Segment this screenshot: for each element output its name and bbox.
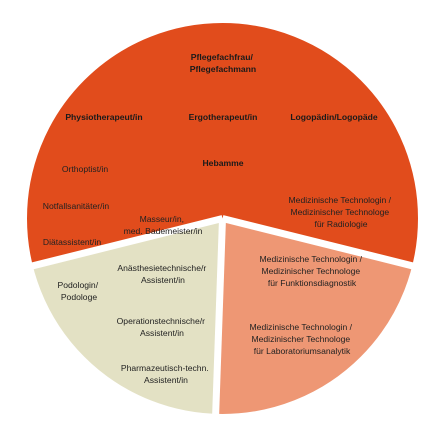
divider-top-right	[221, 215, 414, 270]
sector-dividers	[26, 22, 419, 415]
label-operationstechnische: Operationstechnische/r Assistent/in	[117, 316, 208, 338]
label-diaetassistent: Diätassistent/in	[43, 237, 101, 247]
pie-outline	[26, 22, 419, 415]
label-physiotherapeut: Physiotherapeut/in	[65, 112, 142, 122]
label-hebamme: Hebamme	[202, 158, 243, 168]
label-ergotherapeut: Ergotherapeut/in	[189, 112, 258, 122]
label-radiologie: Medizinische Technologin / Medizinischer…	[289, 195, 394, 229]
label-masseur: Masseur/in, med. Bademeister/in	[124, 214, 203, 236]
divider-left-right	[212, 218, 226, 415]
label-logopaedin: Logopädin/Logopäde	[290, 112, 378, 122]
label-pflegefachfrau: Pflegefachfrau/ Pflegefachmann	[190, 52, 256, 74]
label-laboratoriumsanalytik: Medizinische Technologin / Medizinischer…	[250, 322, 355, 356]
divider-top-left	[31, 215, 224, 270]
label-orthoptist: Orthoptist/in	[62, 164, 109, 174]
label-anaesthesietechnische: Anästhesietechnische/r Assistent/in	[117, 263, 208, 285]
sector-top	[26, 22, 419, 266]
label-pharmazeutisch-techn: Pharmazeutisch-techn. Assistent/in	[121, 363, 211, 385]
sector-right	[215, 218, 413, 415]
label-notfallsanitaeter: Notfallsanitäter/in	[43, 201, 110, 211]
sector-left	[32, 218, 223, 415]
label-funktionsdiagnostik: Medizinische Technologin / Medizinischer…	[260, 254, 365, 288]
label-podologin: Podologin/ Podologe	[57, 280, 100, 302]
